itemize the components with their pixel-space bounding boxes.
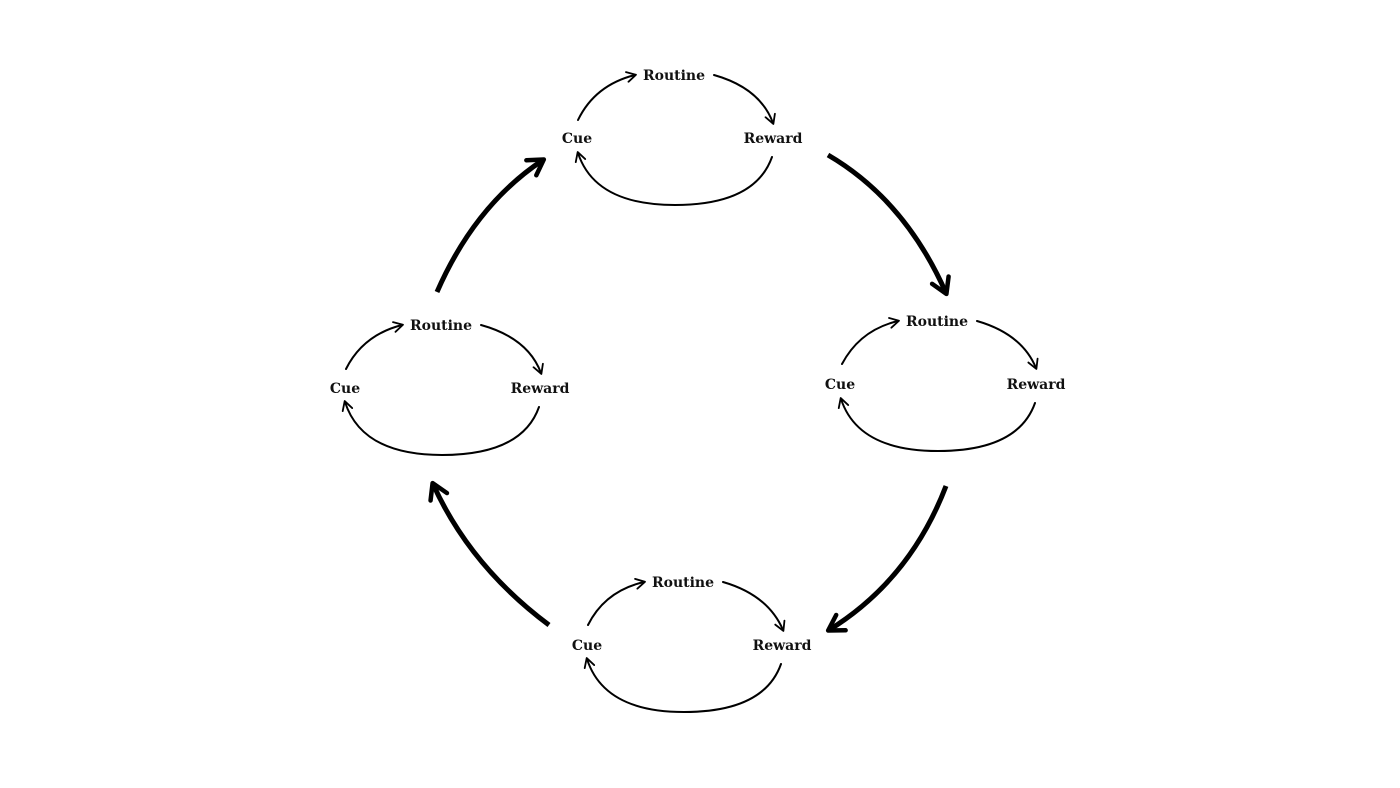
- cue-label: Cue: [571, 638, 603, 654]
- cue-label: Cue: [561, 131, 593, 147]
- cycle-arrows: [428, 152, 951, 633]
- reward-label: Reward: [743, 131, 803, 147]
- reward-label: Reward: [1006, 377, 1066, 393]
- reward-label: Reward: [752, 638, 812, 654]
- cue-to-routine-arrow: [587, 578, 646, 626]
- routine-to-reward-arrow: [480, 324, 544, 375]
- routine-label: Routine: [409, 318, 473, 334]
- cue-label: Cue: [329, 381, 361, 397]
- cue-to-routine-arrow: [577, 71, 637, 121]
- bottom-to-left-cycle-arrow: [428, 480, 551, 628]
- right-to-bottom-cycle-arrow: [825, 485, 949, 633]
- routine-label: Routine: [651, 575, 715, 591]
- cue-to-routine-arrow: [841, 317, 900, 365]
- loop-bottom-arrows: [583, 578, 786, 713]
- reward-to-cue-arrow: [583, 657, 782, 713]
- loop-top-arrows: [574, 71, 776, 206]
- loop-right-arrows: [837, 317, 1039, 452]
- routine-label: Routine: [905, 314, 969, 330]
- reward-label: Reward: [510, 381, 570, 397]
- reward-to-cue-arrow: [837, 397, 1036, 452]
- top-to-right-cycle-arrow: [826, 152, 951, 297]
- reward-to-cue-arrow: [574, 151, 773, 206]
- routine-label: Routine: [642, 68, 706, 84]
- reward-to-cue-arrow: [341, 400, 540, 456]
- loop-left-arrows: [341, 321, 544, 456]
- routine-to-reward-arrow: [713, 74, 776, 125]
- left-to-top-cycle-arrow: [434, 157, 547, 294]
- cue-label: Cue: [824, 377, 856, 393]
- cue-to-routine-arrow: [345, 321, 404, 370]
- routine-to-reward-arrow: [976, 320, 1039, 370]
- routine-to-reward-arrow: [722, 581, 786, 632]
